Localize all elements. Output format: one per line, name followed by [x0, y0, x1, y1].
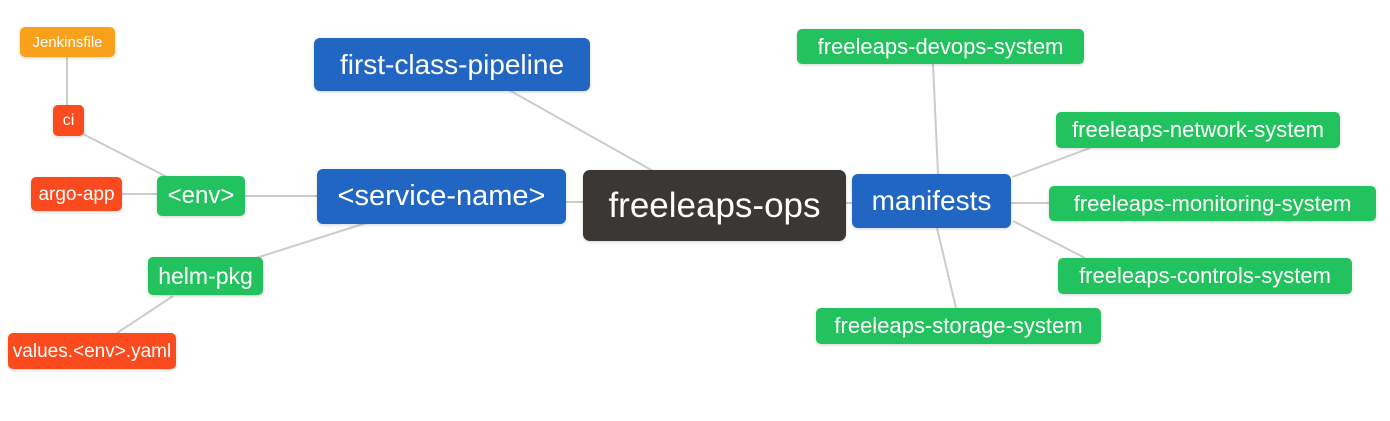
node-manifests[interactable]: manifests	[852, 174, 1011, 228]
node-freeleaps-storage-system[interactable]: freeleaps-storage-system	[816, 308, 1101, 344]
node-jenkinsfile[interactable]: Jenkinsfile	[20, 27, 115, 57]
edge-ci-env	[82, 133, 168, 178]
node-values-env-yaml[interactable]: values.<env>.yaml	[8, 333, 176, 369]
node-freeleaps-network-system[interactable]: freeleaps-network-system	[1056, 112, 1340, 148]
edge-values-helm-pkg	[116, 295, 174, 334]
node-first-class-pipeline[interactable]: first-class-pipeline	[314, 38, 590, 91]
node-freeleaps-ops[interactable]: freeleaps-ops	[583, 170, 846, 241]
edge-manifests-controls-system	[1012, 220, 1086, 259]
edge-helm-pkg-service-name	[255, 222, 367, 259]
node-freeleaps-devops-system[interactable]: freeleaps-devops-system	[797, 29, 1084, 64]
node-freeleaps-monitoring-system[interactable]: freeleaps-monitoring-system	[1049, 186, 1376, 221]
edge-manifests-network-system	[1011, 147, 1091, 178]
node-ci[interactable]: ci	[53, 105, 84, 136]
node-env[interactable]: <env>	[157, 176, 245, 216]
edge-pipeline-freeleaps-ops	[508, 89, 654, 172]
node-argo-app[interactable]: argo-app	[31, 177, 122, 211]
node-freeleaps-controls-system[interactable]: freeleaps-controls-system	[1058, 258, 1352, 294]
node-helm-pkg[interactable]: helm-pkg	[148, 257, 263, 295]
edge-manifests-storage-system	[936, 227, 957, 309]
node-service-name[interactable]: <service-name>	[317, 169, 566, 224]
edge-manifests-devops-system	[932, 63, 939, 175]
